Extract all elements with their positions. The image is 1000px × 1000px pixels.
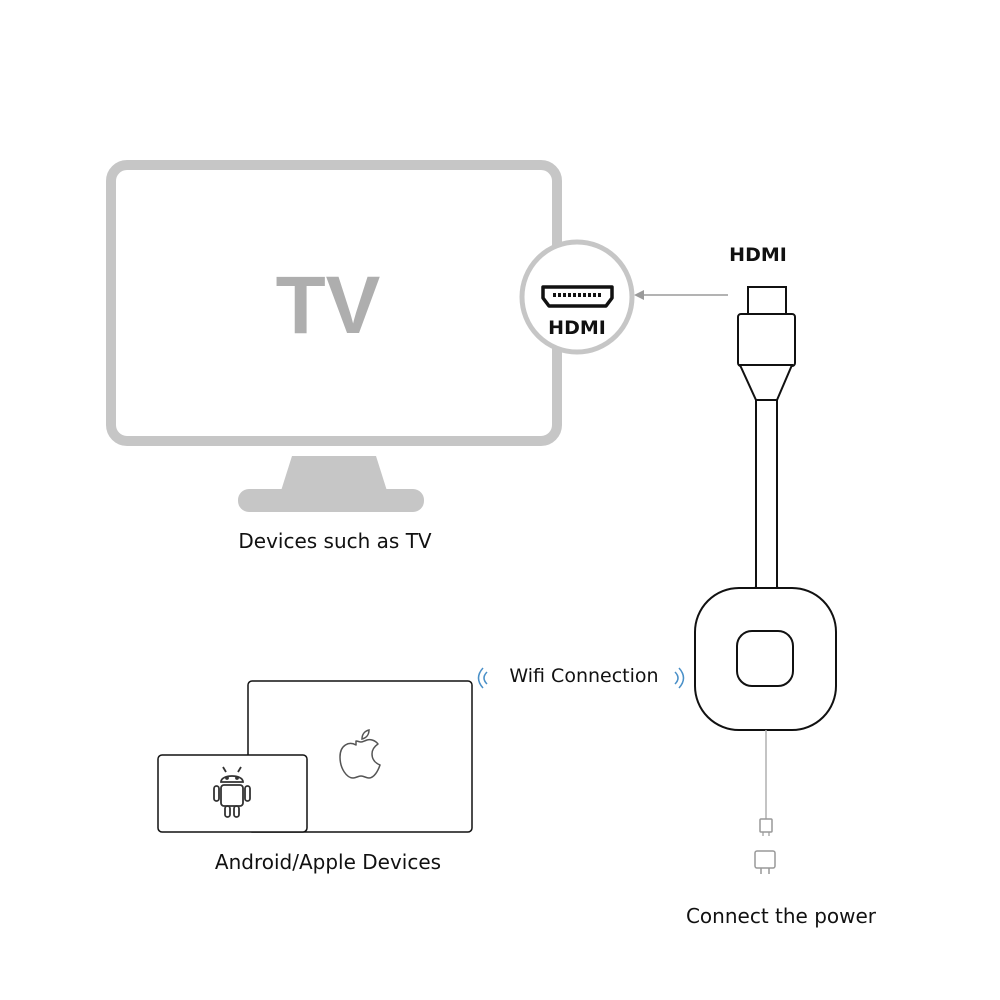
power-caption: Connect the power xyxy=(686,904,877,928)
apple-logo-icon xyxy=(339,729,381,779)
hdmi-port-callout: HDMI xyxy=(519,239,635,355)
hdmi-connector-neck xyxy=(738,364,794,401)
hdmi-dongle xyxy=(694,286,837,731)
power-plug-icon xyxy=(754,818,776,874)
wifi-signal-icon xyxy=(477,667,685,689)
hdmi-port-icon xyxy=(541,285,614,308)
tv-illustration: TV xyxy=(106,160,562,512)
android-device xyxy=(157,754,308,833)
hdmi-dongle-label: HDMI xyxy=(729,244,787,266)
wifi-label: Wifi Connection xyxy=(509,665,658,687)
tv-stand-base xyxy=(238,489,424,512)
android-device-frame xyxy=(157,754,308,833)
tv-caption: Devices such as TV xyxy=(238,529,432,553)
tv-stand-neck xyxy=(280,456,388,494)
hdmi-port-circle xyxy=(519,239,635,355)
hdmi-port-label: HDMI xyxy=(548,317,606,339)
tv-screen-label: TV xyxy=(276,260,381,351)
devices-caption: Android/Apple Devices xyxy=(215,850,441,874)
hdmi-connector-body xyxy=(737,313,796,367)
hdmi-connector-tip xyxy=(747,286,787,316)
dongle-center-button xyxy=(736,630,794,687)
hdmi-connect-arrow xyxy=(634,290,728,300)
hdmi-flat-cable xyxy=(755,400,778,590)
power-cable xyxy=(754,730,776,874)
android-robot-icon xyxy=(213,766,251,818)
